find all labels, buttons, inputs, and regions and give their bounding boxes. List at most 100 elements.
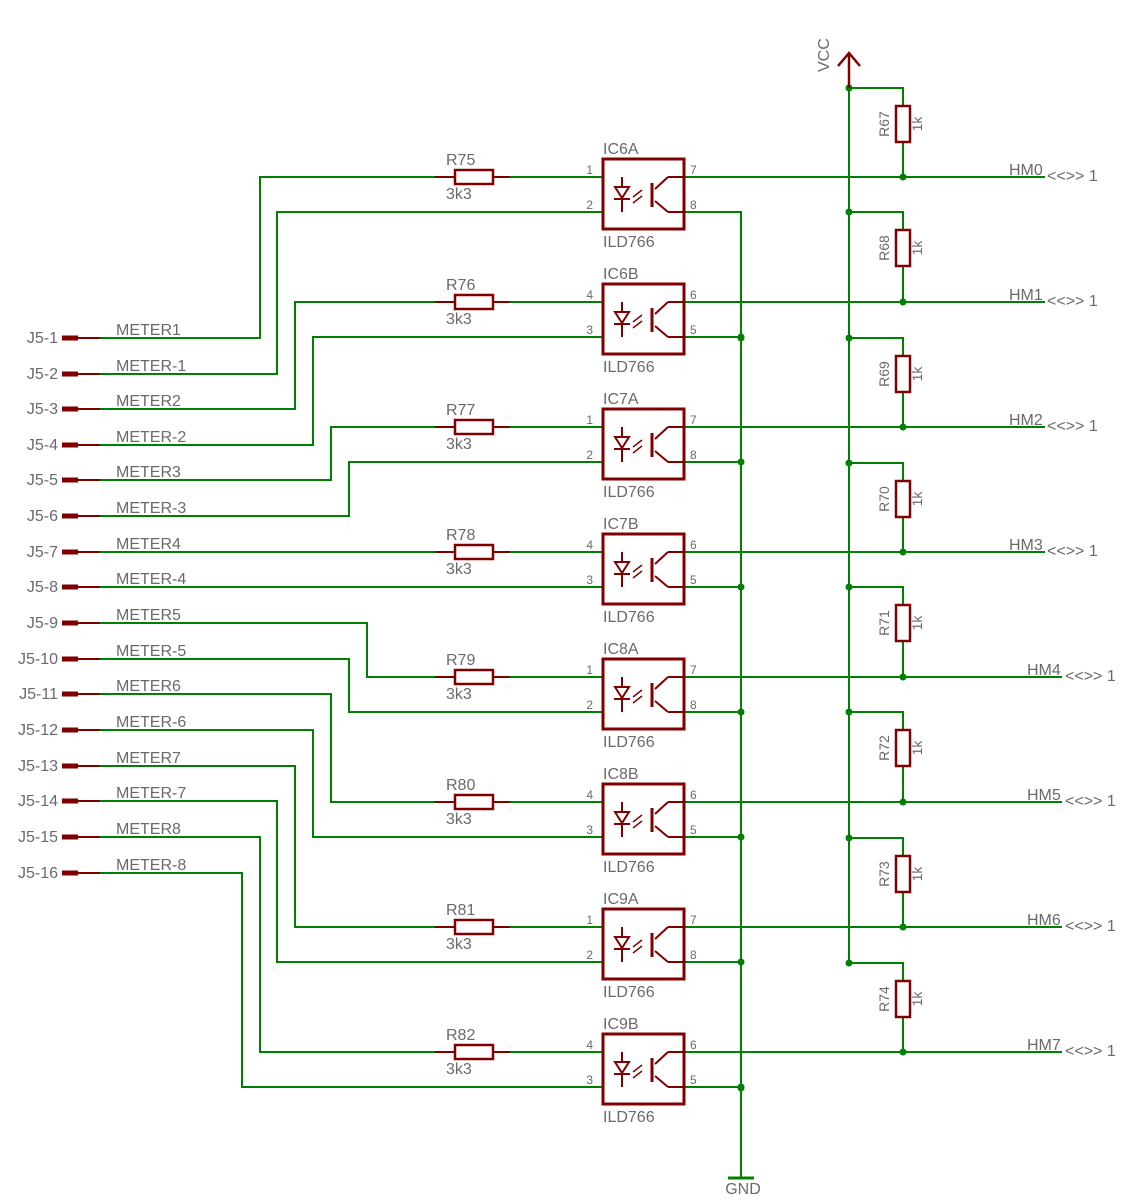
- ic-part: ILD766: [603, 734, 655, 751]
- pull-up-resistor: [894, 228, 912, 268]
- light-arrow: [632, 189, 643, 198]
- input-wire: [100, 765, 455, 928]
- pull-up-resistor: [894, 104, 912, 144]
- pin-number: 1: [586, 163, 593, 177]
- ic-part: ILD766: [603, 1109, 655, 1126]
- pin-number: 5: [690, 1073, 697, 1087]
- net-label: METER-2: [116, 429, 186, 446]
- series-resistor: [453, 793, 495, 811]
- output-net-label: HM3: [1009, 537, 1043, 554]
- ic-ref: IC9B: [603, 1016, 639, 1033]
- output-net-label: HM4: [1027, 662, 1061, 679]
- output-port-label: <<>> 1: [1065, 793, 1116, 810]
- series-resistor-ref: R75: [446, 152, 475, 169]
- junction-dot: [737, 833, 745, 841]
- vcc-rail: [848, 60, 904, 982]
- transistor-emitter: [654, 1075, 669, 1088]
- input-wire: [100, 693, 455, 803]
- pull-up-ref: R67: [876, 111, 892, 137]
- ic-ref: IC8A: [603, 641, 639, 658]
- vcc-label: VCC: [816, 38, 833, 72]
- ic-ref: IC6A: [603, 141, 639, 158]
- series-resistor: [453, 293, 495, 311]
- pin-number: 7: [690, 663, 697, 677]
- pin-number: 8: [690, 698, 697, 712]
- light-arrow: [632, 939, 643, 948]
- series-resistor-ref: R82: [446, 1027, 475, 1044]
- transistor-collector: [654, 1051, 669, 1065]
- net-label: METER-6: [116, 714, 186, 731]
- optocoupler-body: [601, 782, 686, 856]
- transistor-collector: [654, 426, 669, 440]
- pull-up-resistor: [894, 603, 912, 643]
- light-arrow: [632, 445, 643, 454]
- output-port-label: <<>> 1: [1047, 543, 1098, 560]
- series-resistor-value: 3k3: [446, 811, 472, 828]
- light-arrow: [632, 195, 643, 204]
- pull-up-value: 1k: [909, 240, 925, 256]
- light-arrow: [632, 1064, 643, 1073]
- connector-pin-label: J5-4: [27, 437, 58, 454]
- junction-dot: [737, 458, 745, 466]
- vcc-tap-wire: [849, 711, 904, 730]
- transistor-emitter: [654, 950, 669, 963]
- ic-ref: IC7B: [603, 516, 639, 533]
- pull-up-resistor: [894, 854, 912, 894]
- pin-number: 6: [690, 1038, 697, 1052]
- pull-up-ref: R69: [876, 361, 892, 387]
- output-port-label: <<>> 1: [1065, 1043, 1116, 1060]
- connector-pin-label: J5-16: [18, 865, 58, 882]
- connector-pin-label: J5-15: [18, 829, 58, 846]
- input-wire: [100, 800, 603, 963]
- output-net-label: HM2: [1009, 412, 1043, 429]
- ic-part: ILD766: [603, 859, 655, 876]
- junction-dot: [845, 959, 853, 967]
- pull-up-ref: R72: [876, 735, 892, 761]
- pin-number: 7: [690, 913, 697, 927]
- connector-pin-label: J5-1: [27, 330, 58, 347]
- net-label: METER8: [116, 821, 181, 838]
- transistor-emitter: [654, 450, 669, 463]
- connector-pin-label: J5-14: [18, 793, 58, 810]
- net-label: METER2: [116, 393, 181, 410]
- pin-number: 4: [586, 288, 593, 302]
- pin-number: 6: [690, 538, 697, 552]
- pull-up-value: 1k: [909, 991, 925, 1007]
- pin-number: 7: [690, 163, 697, 177]
- series-resistor-value: 3k3: [446, 436, 472, 453]
- ic-part: ILD766: [603, 984, 655, 1001]
- optocoupler-body: [601, 907, 686, 981]
- pull-up-ref: R70: [876, 486, 892, 512]
- series-resistor-ref: R80: [446, 777, 475, 794]
- ic-ref: IC9A: [603, 891, 639, 908]
- net-label: METER-4: [116, 571, 186, 588]
- pull-up-resistor: [894, 479, 912, 519]
- pull-up-resistor: [894, 728, 912, 768]
- net-label: METER3: [116, 464, 181, 481]
- pin-number: 8: [690, 948, 697, 962]
- series-resistor-value: 3k3: [446, 936, 472, 953]
- input-wire: [100, 872, 603, 1088]
- pull-up-ref: R71: [876, 610, 892, 636]
- light-arrow: [632, 314, 643, 323]
- net-label: METER7: [116, 750, 181, 767]
- light-arrow: [632, 564, 643, 573]
- pin-number: 3: [586, 323, 593, 337]
- junction-dot: [845, 583, 853, 591]
- series-resistor-ref: R76: [446, 277, 475, 294]
- pin-number: 3: [586, 823, 593, 837]
- pull-up-resistor: [894, 979, 912, 1019]
- ic-ref: IC8B: [603, 766, 639, 783]
- gnd-rail: [684, 211, 742, 1178]
- pin-number: 7: [690, 413, 697, 427]
- series-resistor: [453, 1043, 495, 1061]
- ic-ref: IC7A: [603, 391, 639, 408]
- light-arrow: [632, 945, 643, 954]
- transistor-emitter: [654, 200, 669, 213]
- vcc-tap-wire: [849, 462, 904, 481]
- pull-up-ref: R68: [876, 235, 892, 261]
- connector-pin-label: J5-5: [27, 472, 58, 489]
- gnd-label: GND: [725, 1181, 761, 1198]
- input-wire: [100, 336, 603, 446]
- pin-number: 4: [586, 538, 593, 552]
